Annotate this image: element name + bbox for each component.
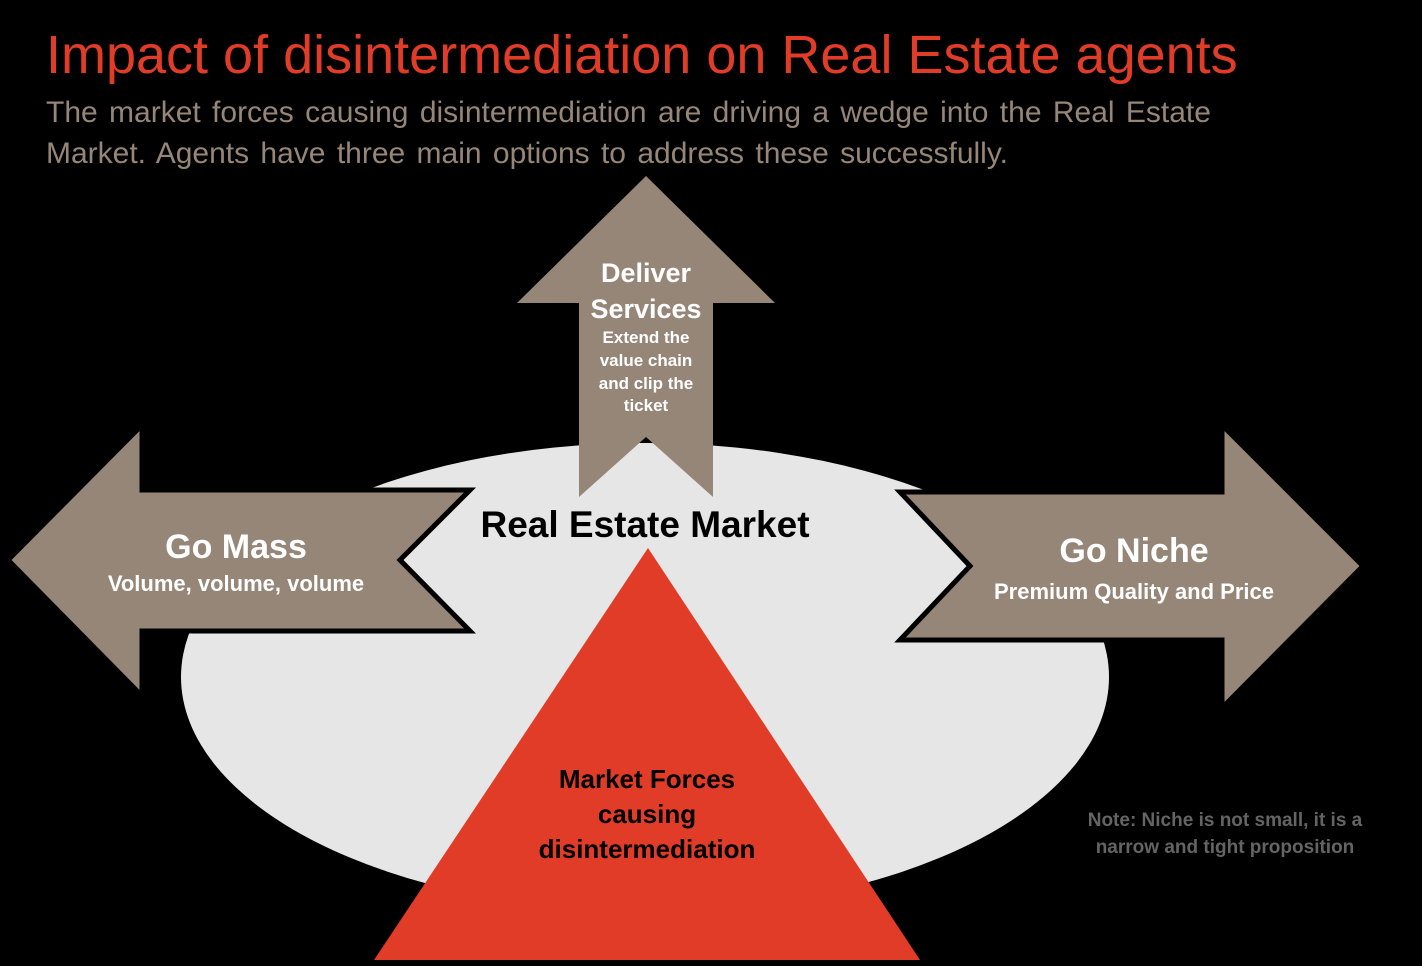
go-mass-title: Go Mass xyxy=(165,528,307,566)
slide-title: Impact of disintermediation on Real Esta… xyxy=(46,25,1238,85)
note-line-2: narrow and tight proposition xyxy=(1096,837,1355,858)
deliver-services-arrow xyxy=(517,176,775,497)
deliver-services-desc-4: ticket xyxy=(624,396,669,415)
market-forces-line-3: disintermediation xyxy=(539,834,756,864)
market-forces-line-2: causing xyxy=(598,799,696,829)
go-niche-title: Go Niche xyxy=(1059,532,1208,570)
note-line-1: Note: Niche is not small, it is a xyxy=(1088,810,1363,831)
subtitle-line-1: The market forces causing disintermediat… xyxy=(46,96,1211,129)
subtitle-line-2: Market. Agents have three main options t… xyxy=(46,137,1008,170)
deliver-services-desc-1: Extend the xyxy=(603,328,690,347)
go-niche-desc: Premium Quality and Price xyxy=(994,579,1274,604)
go-mass-arrow xyxy=(4,418,477,703)
market-forces-wedge xyxy=(374,548,920,960)
deliver-services-desc-3: and clip the xyxy=(599,374,693,393)
slide-subtitle: The market forces causing disintermediat… xyxy=(46,92,1346,174)
market-forces-line-1: Market Forces xyxy=(559,764,735,794)
deliver-services-desc-2: value chain xyxy=(600,351,693,370)
deliver-services-title-1: Deliver xyxy=(601,258,692,288)
deliver-services-title-2: Services xyxy=(590,294,701,324)
go-mass-desc: Volume, volume, volume xyxy=(108,571,364,596)
go-niche-arrow xyxy=(894,418,1367,715)
market-label: Real Estate Market xyxy=(480,504,809,545)
